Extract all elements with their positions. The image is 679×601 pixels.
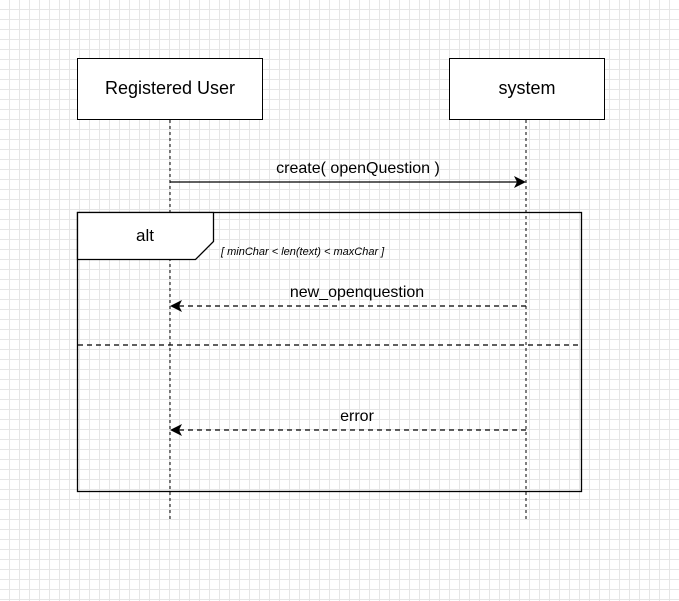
lifeline-registered-user[interactable]: Registered User <box>77 58 263 120</box>
lifeline-system[interactable]: system <box>449 58 605 120</box>
lifeline-registered-user-box[interactable] <box>77 58 263 120</box>
message-error[interactable]: error <box>170 408 526 436</box>
message-create-label: create( openQuestion ) <box>276 160 440 177</box>
alt-fragment-operator-tab <box>76 211 215 261</box>
alt-fragment-operator-label: alt <box>136 226 154 245</box>
alt-fragment[interactable]: alt [ minChar < len(text) < maxChar ] <box>76 211 583 493</box>
alt-fragment-frame[interactable] <box>76 211 583 493</box>
lifeline-system-label: system <box>498 78 555 98</box>
alt-fragment-guard: [ minChar < len(text) < maxChar ] <box>220 246 385 258</box>
lifeline-registered-user-label: Registered User <box>105 78 235 98</box>
message-new-openquestion-label: new_openquestion <box>290 284 424 301</box>
lifeline-system-box[interactable] <box>449 58 605 120</box>
message-error-label: error <box>340 408 374 425</box>
message-new-openquestion[interactable]: new_openquestion <box>170 284 526 312</box>
message-create[interactable]: create( openQuestion ) <box>170 160 526 188</box>
